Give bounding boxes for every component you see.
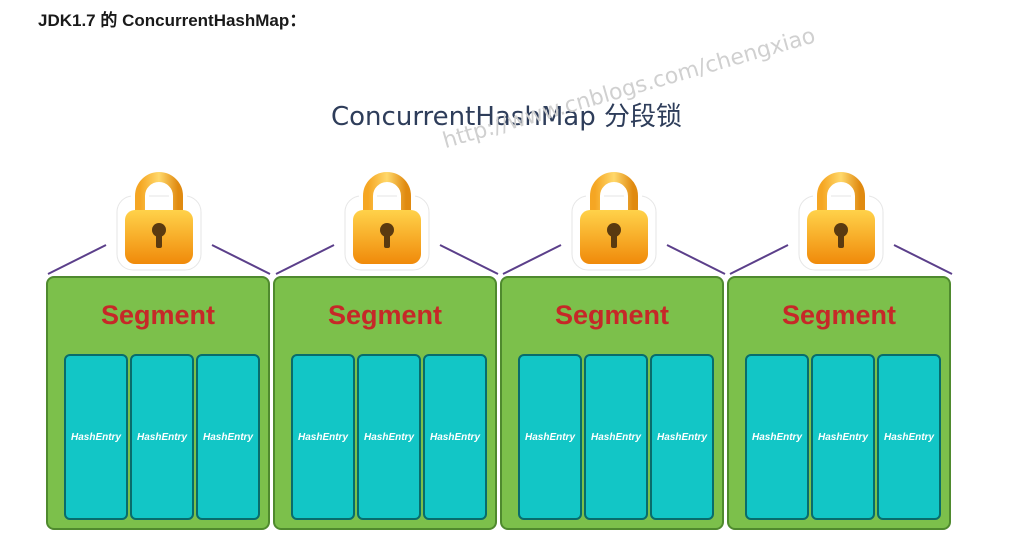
hash-entry: HashEntry [130,354,194,520]
hash-entry: HashEntry [357,354,421,520]
diagram-title: ConcurrentHashMap 分段锁 [331,102,682,132]
hash-entry: HashEntry [584,354,648,520]
padlock-icon [571,166,657,272]
hash-entry: HashEntry [423,354,487,520]
hash-entry: HashEntry [196,354,260,520]
hash-entry-label: HashEntry [70,432,121,443]
page-heading: JDK1.7 的 ConcurrentHashMap： [38,11,307,30]
hash-entry-label: HashEntry [883,432,934,443]
hash-entry-label: HashEntry [136,432,187,443]
segment-label: Segment [327,300,443,330]
hash-entry: HashEntry [518,354,582,520]
hash-entry: HashEntry [811,354,875,520]
hash-entry-label: HashEntry [429,432,480,443]
hash-entry: HashEntry [291,354,355,520]
hash-entry-label: HashEntry [656,432,707,443]
hash-entry-label: HashEntry [590,432,641,443]
padlock-icon [344,166,430,272]
hash-entry-label: HashEntry [817,432,868,443]
hash-entry-label: HashEntry [524,432,575,443]
hash-entry: HashEntry [745,354,809,520]
segment-label: Segment [781,300,897,330]
padlock-icon [116,166,202,272]
hash-entry-label: HashEntry [363,432,414,443]
hash-entry: HashEntry [650,354,714,520]
segment-label: Segment [100,300,216,330]
padlock-icon [798,166,884,272]
hash-entry: HashEntry [64,354,128,520]
hash-entry-label: HashEntry [297,432,348,443]
hash-entry-label: HashEntry [202,432,253,443]
hash-entry-label: HashEntry [751,432,802,443]
hash-entry: HashEntry [877,354,941,520]
segment-label: Segment [554,300,670,330]
